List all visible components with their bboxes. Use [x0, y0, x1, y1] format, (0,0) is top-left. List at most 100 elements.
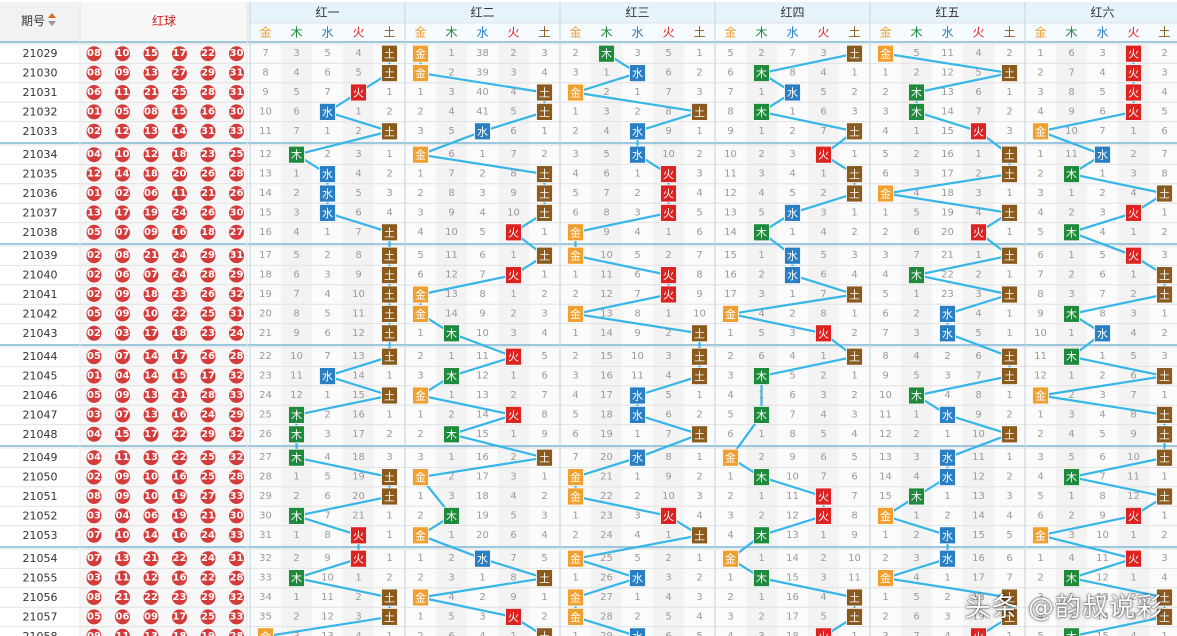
omission-value: 6: [696, 227, 702, 238]
omission-value: 4: [727, 631, 733, 636]
omission-value: 13: [941, 87, 954, 98]
issue-number: 21038: [23, 226, 58, 239]
omission-value: 1: [1130, 270, 1136, 281]
element-marker: [412, 468, 429, 487]
omission-value: 1: [913, 510, 919, 521]
omission-value: 2: [417, 631, 423, 636]
omission-value: 3: [882, 106, 888, 117]
omission-value: 2: [293, 553, 299, 564]
red-ball: [86, 123, 102, 139]
omission-value: 6: [324, 491, 330, 502]
omission-value: 10: [879, 390, 892, 401]
element-marker-label: 火: [663, 510, 674, 523]
element-marker: [1125, 83, 1142, 102]
omission-value: 12: [476, 371, 489, 382]
element-marker: [629, 569, 646, 587]
omission-value: 5: [882, 289, 888, 300]
red-ball: [115, 186, 130, 201]
red-ball: [115, 123, 130, 139]
element-marker-label: 木: [446, 428, 457, 441]
element-marker-label: 土: [694, 370, 705, 383]
omission-value: 2: [1161, 328, 1167, 339]
red-ball: [229, 570, 244, 586]
omission-value: 19: [352, 472, 365, 483]
omission-value: 2: [913, 530, 919, 541]
omission-value: 3: [479, 188, 485, 199]
omission-value: 1: [758, 250, 764, 261]
element-marker: [939, 304, 956, 323]
omission-value: 2: [913, 68, 919, 79]
omission-value: 18: [476, 491, 489, 502]
omission-value: 1: [417, 328, 423, 339]
omission-value: 29: [600, 631, 613, 636]
omission-value: 2: [820, 371, 826, 382]
omission-value: 2: [448, 409, 454, 420]
red-ball: [200, 628, 216, 636]
red-ball: [86, 628, 102, 636]
omission-value: 1: [789, 289, 795, 300]
red-ball-number: 31: [230, 250, 244, 261]
omission-value: 4: [572, 169, 578, 180]
omission-value: 14: [972, 510, 985, 521]
element-marker-label: 木: [446, 327, 457, 340]
omission-value: 1: [417, 87, 423, 98]
element-marker: [1156, 266, 1173, 285]
omission-value: 4: [572, 390, 578, 401]
red-ball: [200, 426, 216, 442]
red-ball-number: 29: [201, 592, 215, 603]
element-marker-label: 金: [880, 509, 891, 523]
omission-value: 6: [882, 169, 888, 180]
omission-value: 2: [541, 491, 547, 502]
issue-number: 21053: [23, 529, 58, 542]
omission-value: 2: [1006, 106, 1012, 117]
red-ball-number: 21: [201, 188, 215, 199]
element-marker: [350, 526, 367, 545]
red-ball: [143, 551, 159, 567]
issue-column-header[interactable]: 期号: [21, 14, 45, 28]
omission-value: 7: [1006, 573, 1012, 584]
omission-value: 16: [972, 553, 985, 564]
red-ball: [115, 590, 130, 605]
omission-value: 1: [1068, 250, 1074, 261]
element-marker: [815, 627, 832, 636]
omission-value: 1: [727, 472, 733, 483]
red-ball-number: 28: [230, 169, 244, 180]
omission-value: 1: [758, 390, 764, 401]
element-marker-label: 木: [756, 226, 767, 239]
red-ball-number: 06: [144, 510, 158, 521]
omission-value: 4: [913, 573, 919, 584]
element-marker-label: 火: [818, 630, 829, 636]
element-marker: [1063, 569, 1080, 587]
element-marker-label: 木: [911, 491, 922, 504]
element-marker-label: 土: [1004, 250, 1015, 263]
omission-value: 15: [600, 351, 613, 362]
red-ball-number: 18: [144, 169, 158, 180]
red-ball-number: 18: [173, 328, 187, 339]
red-ball: [172, 287, 187, 302]
red-ball-number: 07: [87, 530, 101, 541]
red-ball-number: 14: [144, 530, 158, 541]
omission-value: 3: [758, 631, 764, 636]
omission-value: 6: [1099, 452, 1105, 463]
red-ball: [229, 287, 244, 302]
red-ball-number: 02: [87, 472, 101, 483]
element-marker: [846, 44, 863, 63]
omission-value: 18: [941, 188, 954, 199]
element-marker: [381, 64, 398, 82]
omission-value: 3: [944, 611, 950, 622]
omission-value: 19: [259, 289, 272, 300]
omission-value: 10: [1034, 328, 1047, 339]
sub-column-header: 土: [848, 26, 860, 40]
sort-arrows-icon[interactable]: [48, 13, 56, 26]
element-marker: [567, 608, 584, 626]
omission-value: 16: [786, 592, 799, 603]
omission-value: 7: [293, 289, 299, 300]
element-marker: [288, 405, 305, 424]
issue-number: 21048: [23, 428, 58, 441]
omission-value: 1: [541, 592, 547, 603]
red-ball: [200, 46, 216, 62]
element-marker-label: 木: [756, 67, 767, 80]
omission-value: 5: [820, 611, 826, 622]
omission-value: 4: [758, 188, 764, 199]
element-marker: [381, 608, 398, 626]
